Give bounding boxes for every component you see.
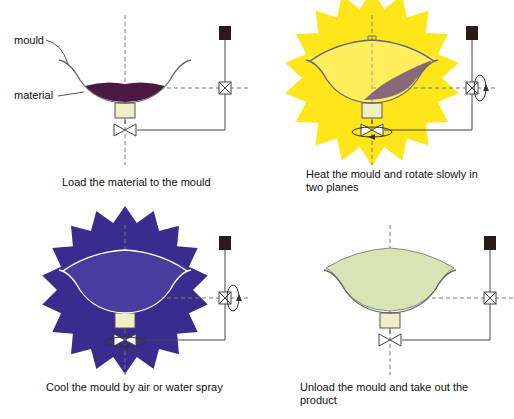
part-label: mould [14, 34, 44, 47]
step-caption: Cool the mould by air or water spray [46, 381, 246, 394]
step-caption: Load the material to the mould [62, 176, 272, 189]
step-caption: Unload the mould and take out the produc… [300, 381, 500, 407]
part-label: material [14, 89, 53, 102]
step-caption: Heat the mould and rotate slowly in two … [306, 168, 486, 194]
